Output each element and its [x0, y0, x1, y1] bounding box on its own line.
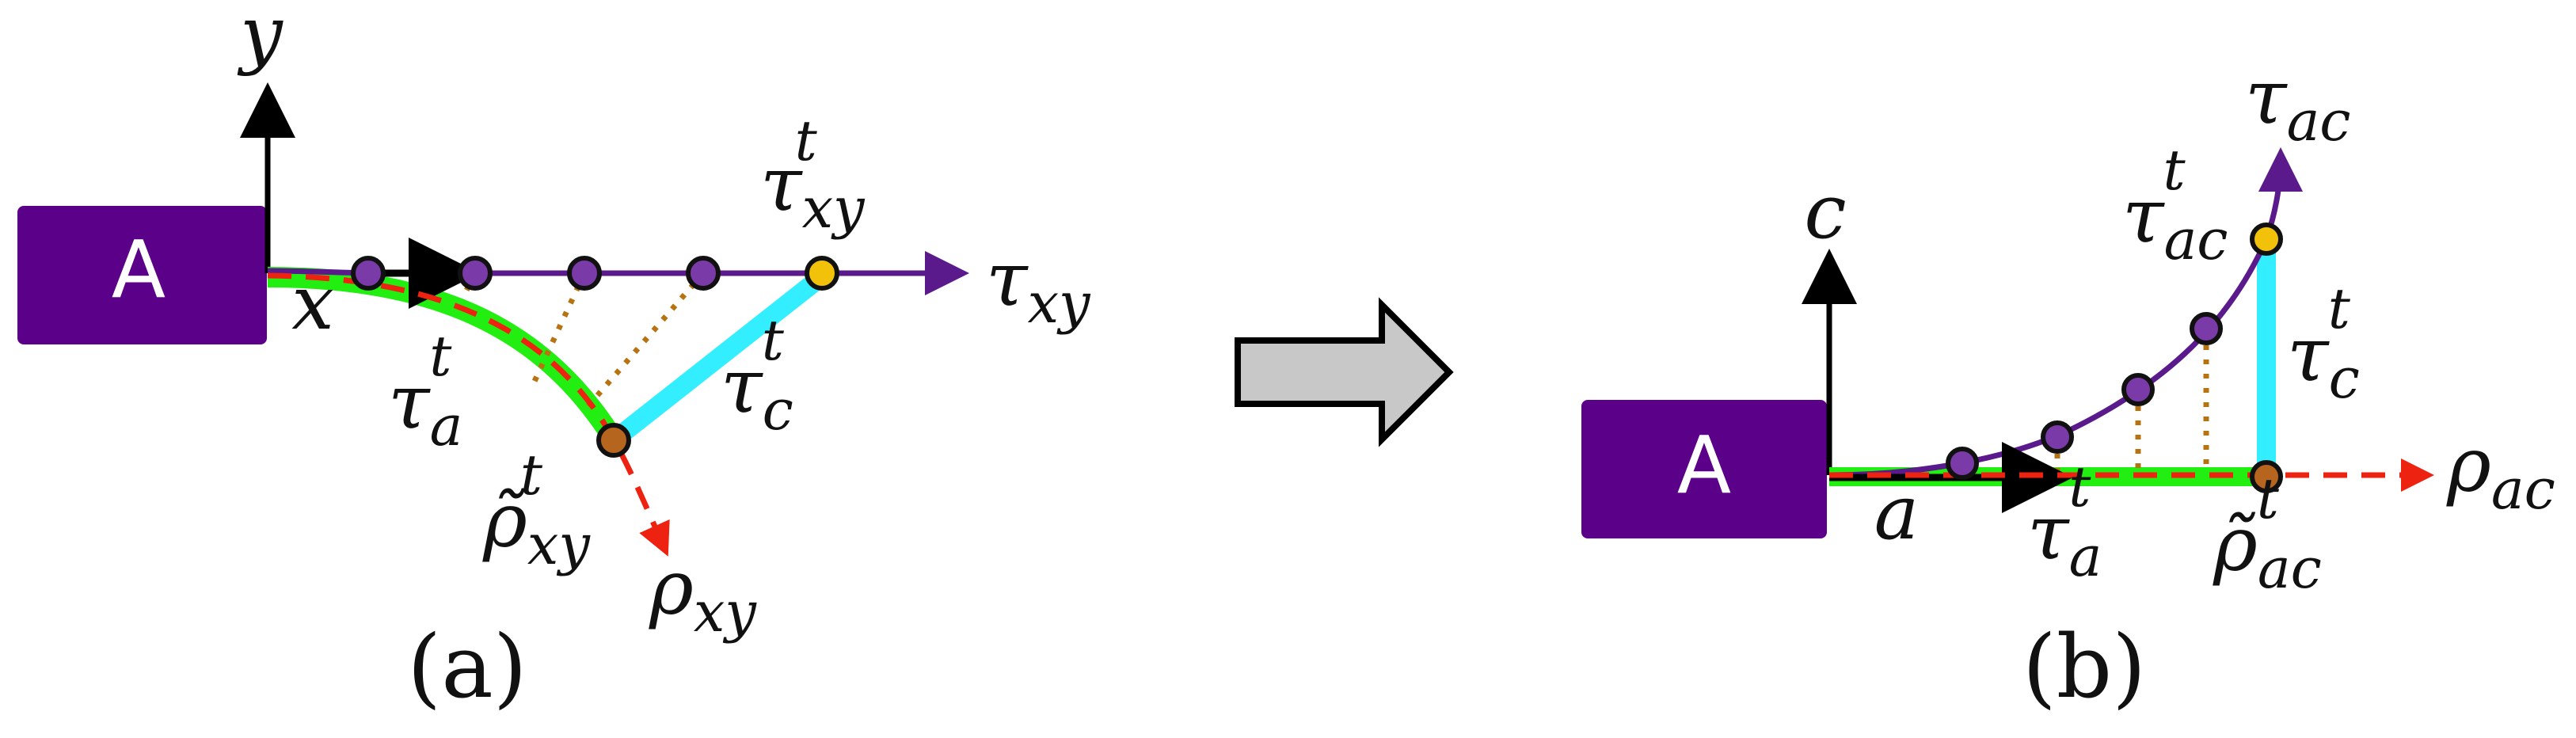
label-tau-xy-t: τxyt — [760, 108, 866, 241]
tau-ac-main: τ — [2245, 54, 2288, 141]
tau-ac-t-main: τ — [2122, 173, 2165, 260]
target-point-b — [2250, 223, 2283, 256]
rho-ac-sub: ac — [2491, 457, 2555, 522]
label-rho-xy: ρxy — [649, 545, 757, 645]
label-tau-ac: τac — [2245, 54, 2351, 154]
tau-a-t-sup-a: t — [429, 324, 452, 389]
ref-point-a — [596, 423, 631, 458]
label-tau-c-t-a: τct — [721, 308, 793, 443]
waypoint-a-1 — [351, 256, 386, 291]
rho-xy-dashed — [267, 272, 670, 557]
rho-tilde-ac-t-sup: t — [2257, 466, 2280, 531]
label-rho-tilde-xy-t: ρ̃xyt — [482, 443, 591, 577]
tau-a-t-main-b: τ — [2027, 489, 2070, 576]
waypoints-a — [351, 256, 839, 458]
axis-label-y: y — [237, 0, 283, 78]
agent-label-a: A — [112, 223, 166, 316]
tau-c-t-sub-a: c — [763, 378, 793, 443]
rho-tilde-ac-t-main: ρ̃ — [2213, 501, 2258, 588]
caption-a: (a) — [407, 616, 527, 717]
waypoint-b-2 — [2041, 420, 2074, 454]
waypoint-a-4 — [686, 256, 721, 291]
waypoint-b-1 — [1946, 447, 1979, 480]
rho-tilde-xy-t-main: ρ̃ — [482, 477, 527, 565]
waypoint-b-3 — [2121, 373, 2155, 406]
agent-box-a: A — [17, 206, 267, 344]
waypoints-b — [1946, 223, 2283, 493]
label-tau-c-t-b: τct — [2287, 276, 2360, 411]
agent-label-b: A — [1677, 419, 1731, 512]
tau-c-t-sub-b: c — [2329, 346, 2360, 411]
rho-xy-sub: xy — [694, 580, 757, 645]
cyan-segment-a — [607, 268, 828, 448]
rho-tilde-xy-t-sup: t — [520, 443, 543, 508]
label-tau-a-t-b: τat — [2027, 455, 2102, 589]
label-rho-tilde-ac-t: ρ̃act — [2213, 466, 2322, 601]
tau-xy-t-main: τ — [760, 141, 803, 228]
tau-c-t-main-a: τ — [721, 343, 763, 430]
waypoint-b-4 — [2190, 312, 2223, 345]
axis-label-c: c — [1804, 169, 1846, 256]
target-point-a — [805, 256, 839, 291]
tau-xy-main: τ — [986, 236, 1029, 323]
panel-a: A y x τx — [17, 0, 1091, 717]
rho-tilde-ac-t-sub: ac — [2258, 536, 2322, 601]
tau-a-t-main-a: τ — [388, 359, 431, 446]
waypoint-a-3 — [567, 256, 602, 291]
axis-label-x: x — [291, 260, 334, 347]
tau-xy-sub: xy — [1028, 271, 1091, 336]
tau-a-t-sup-b: t — [2068, 455, 2091, 519]
rho-ac-main: ρ — [2446, 422, 2491, 509]
rho-xy-main: ρ — [649, 545, 694, 632]
tau-ac-t-sub: ac — [2164, 207, 2228, 272]
waypoint-a-2 — [458, 256, 493, 291]
caption-b: (b) — [2022, 616, 2146, 717]
label-tau-ac-t: τact — [2122, 138, 2228, 272]
rho-tilde-xy-t-sub: xy — [527, 512, 591, 577]
tau-ac-t-sup: t — [2163, 138, 2186, 203]
panel-b: A c a τa — [1581, 54, 2555, 717]
right-arrow-icon — [1235, 297, 1454, 447]
ref-point-b — [2250, 460, 2283, 493]
axis-label-a: a — [1874, 470, 1920, 557]
tau-c-t-sup-a: t — [762, 308, 785, 373]
tau-xy-t-sup: t — [795, 108, 818, 173]
tau-ac-sub: ac — [2287, 89, 2351, 154]
agent-box-b: A — [1581, 400, 1827, 538]
tau-a-t-sub-a: a — [430, 394, 463, 458]
label-rho-ac: ρac — [2446, 422, 2555, 522]
tau-xy-t-sub: xy — [802, 176, 866, 241]
label-tau-xy: τxy — [986, 236, 1091, 336]
label-tau-a-t-a: τat — [388, 324, 462, 458]
tau-c-t-main-b: τ — [2287, 311, 2330, 398]
tau-a-t-sub-b: a — [2069, 524, 2102, 589]
tau-c-t-sup-b: t — [2328, 276, 2351, 341]
